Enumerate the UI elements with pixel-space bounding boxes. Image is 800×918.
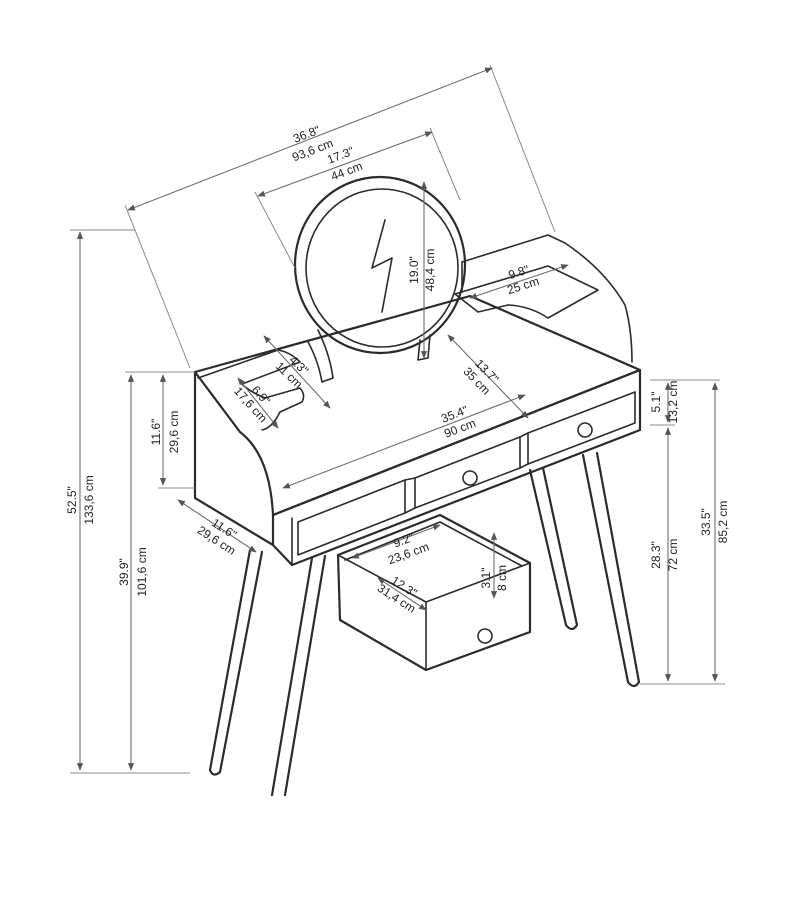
- drawer-height-cm: 8 cm: [495, 565, 509, 591]
- leg-height-cm: 72 cm: [666, 539, 680, 572]
- dimension-lines: [70, 64, 725, 774]
- pulled-out-drawer: [336, 513, 532, 672]
- left-side-panel: [193, 370, 275, 547]
- right-shelf-board: [454, 265, 599, 319]
- mirror-height-in: 19.0": [407, 256, 421, 284]
- mirror-height-cm: 48,4 cm: [423, 249, 437, 292]
- knob-middle-icon: [462, 470, 478, 486]
- drawer-width-in: 9.2": [391, 530, 415, 550]
- back-height-cm: 29,6 cm: [167, 411, 181, 454]
- desk-height-in: 39.9": [117, 558, 131, 586]
- drawer-front-right: [527, 391, 636, 465]
- apron-height-in: 5.1": [649, 392, 663, 413]
- mirror-glare-icon: [371, 219, 393, 313]
- leg-back-middle: [528, 466, 579, 631]
- dimension-labels: 36.8" 93,6 cm 17.3" 44 cm 19.0" 48,4 cm …: [65, 123, 730, 616]
- leg-back-right: [581, 451, 641, 688]
- back-height-in: 11.6": [149, 419, 163, 446]
- drawer-knob-icon: [477, 628, 493, 644]
- leg-front-left: [208, 548, 264, 776]
- shelf-width-in: 9.8": [507, 262, 531, 282]
- desk-height-cm: 101,6 cm: [135, 547, 149, 596]
- leg-height-in: 28.3": [649, 541, 663, 569]
- top-height-cm: 85,2 cm: [716, 501, 730, 544]
- knob-right-icon: [577, 422, 593, 438]
- top-height-in: 33.5": [699, 508, 713, 536]
- total-height-in: 52.5": [65, 486, 79, 514]
- oval-mirror: [293, 175, 467, 383]
- drawer-height-in: 3.1": [479, 568, 493, 589]
- right-upper-shelf: [461, 234, 633, 363]
- total-height-cm: 133,6 cm: [82, 475, 96, 524]
- apron-height-cm: 13,2 cm: [666, 381, 680, 424]
- leg-front-right: [270, 554, 327, 797]
